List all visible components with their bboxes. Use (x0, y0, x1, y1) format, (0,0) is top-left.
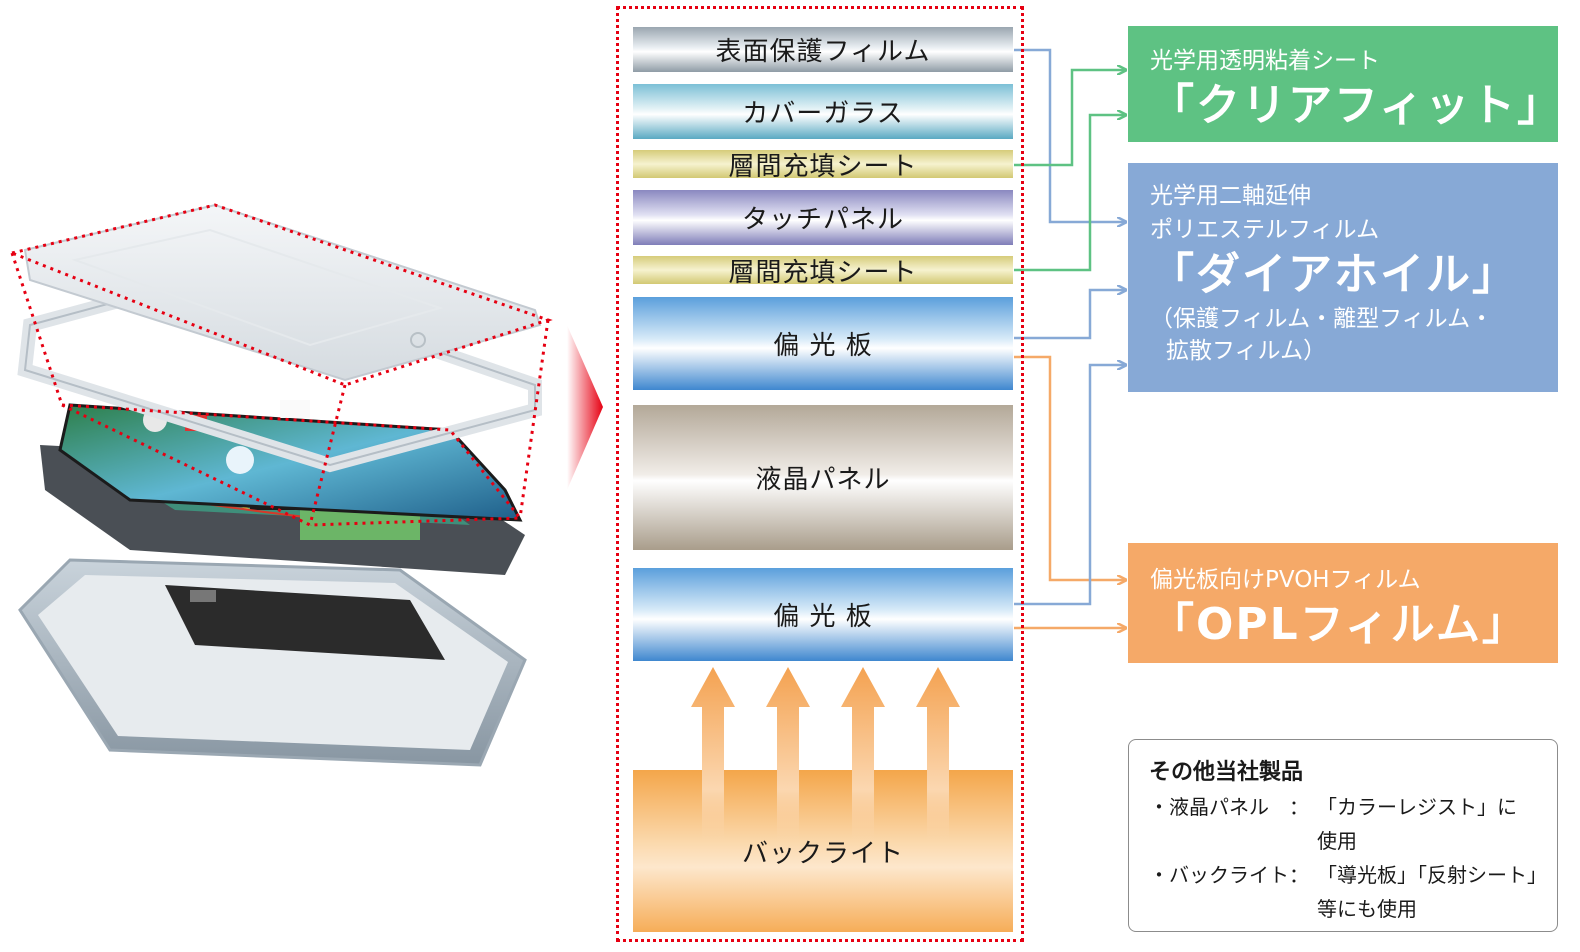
product-diafoil-subtitle-1: 光学用二軸延伸 (1150, 183, 1311, 209)
light-arrow-icon (841, 667, 885, 842)
connector-pol1-to-opl (1014, 355, 1126, 580)
product-diafoil-note-1: （保護フィルム・離型フィルム・ (1150, 306, 1494, 332)
product-clear-fit-subtitle: 光学用透明粘着シート (1150, 48, 1380, 74)
other-products-box: その他当社製品 ・液晶パネル ： 「カラーレジスト」に 使用 ・バックライト： … (1128, 739, 1558, 932)
product-clear-fit-name: 「クリアフィット」 (1150, 80, 1564, 131)
product-opl-film: 偏光板向けPVOHフィルム 「OPLフィルム」 (1128, 543, 1558, 663)
connector-fill2-to-clearfit (1014, 115, 1126, 272)
light-arrow-icon (691, 667, 735, 842)
other-products-value: 「導光板」「反射シート」 (1317, 863, 1547, 887)
layer-interlayer-fill-2: 層間充填シート (633, 256, 1013, 288)
other-products-label (1149, 824, 1317, 858)
product-opl-subtitle: 偏光板向けPVOHフィルム (1150, 567, 1421, 593)
product-diafoil: 光学用二軸延伸 ポリエステルフィルム 「ダイアホイル」 （保護フィルム・離型フィ… (1128, 163, 1558, 392)
other-products-row: ・液晶パネル ： 「カラーレジスト」に (1149, 790, 1557, 824)
other-products-value: 「カラーレジスト」に (1317, 795, 1517, 819)
layer-polarizer-lower: 偏 光 板 (633, 568, 1013, 661)
exploded-phone-illustration (7, 203, 553, 767)
light-arrow-icon (916, 667, 960, 842)
product-diafoil-note-2: 拡散フィルム） (1166, 338, 1327, 364)
connector-protect-to-diafoil (1014, 48, 1126, 222)
connector-pol2-to-diafoil (1014, 365, 1126, 606)
connector-fill1-to-clearfit (1014, 70, 1126, 167)
other-products-label: ・バックライト： (1149, 863, 1309, 887)
product-diafoil-subtitle-2: ポリエステルフィルム (1150, 217, 1380, 243)
light-up-arrows (691, 667, 960, 842)
flow-chevron-icon (567, 325, 603, 490)
layer-surface-protect-film: 表面保護フィルム (633, 27, 1013, 72)
connector-pol1-to-diafoil (1014, 290, 1126, 340)
other-products-title: その他当社製品 (1149, 760, 1304, 785)
other-products-row: ・バックライト： 「導光板」「反射シート」 (1149, 858, 1557, 892)
other-products-row: 使用 (1149, 824, 1557, 858)
layer-interlayer-fill-1: 層間充填シート (633, 150, 1013, 182)
other-products-label (1149, 892, 1317, 926)
layer-backlight: バックライト (633, 770, 1013, 932)
layer-lcd-panel: 液晶パネル (633, 405, 1013, 550)
product-diafoil-name: 「ダイアホイル」 (1150, 249, 1518, 300)
layer-touch-panel: タッチパネル (633, 190, 1013, 245)
layer-polarizer-upper: 偏 光 板 (633, 297, 1013, 390)
other-products-value: 使用 (1317, 829, 1357, 853)
layer-cover-glass: カバーガラス (633, 84, 1013, 139)
light-arrow-icon (766, 667, 810, 842)
other-products-value: 等にも使用 (1317, 897, 1417, 921)
layer-stack-outline (616, 6, 1024, 942)
product-opl-name: 「OPLフィルム」 (1150, 599, 1528, 650)
other-products-label: ・液晶パネル ： (1149, 795, 1309, 819)
other-products-row: 等にも使用 (1149, 892, 1557, 926)
product-clear-fit: 光学用透明粘着シート 「クリアフィット」 (1128, 26, 1564, 142)
